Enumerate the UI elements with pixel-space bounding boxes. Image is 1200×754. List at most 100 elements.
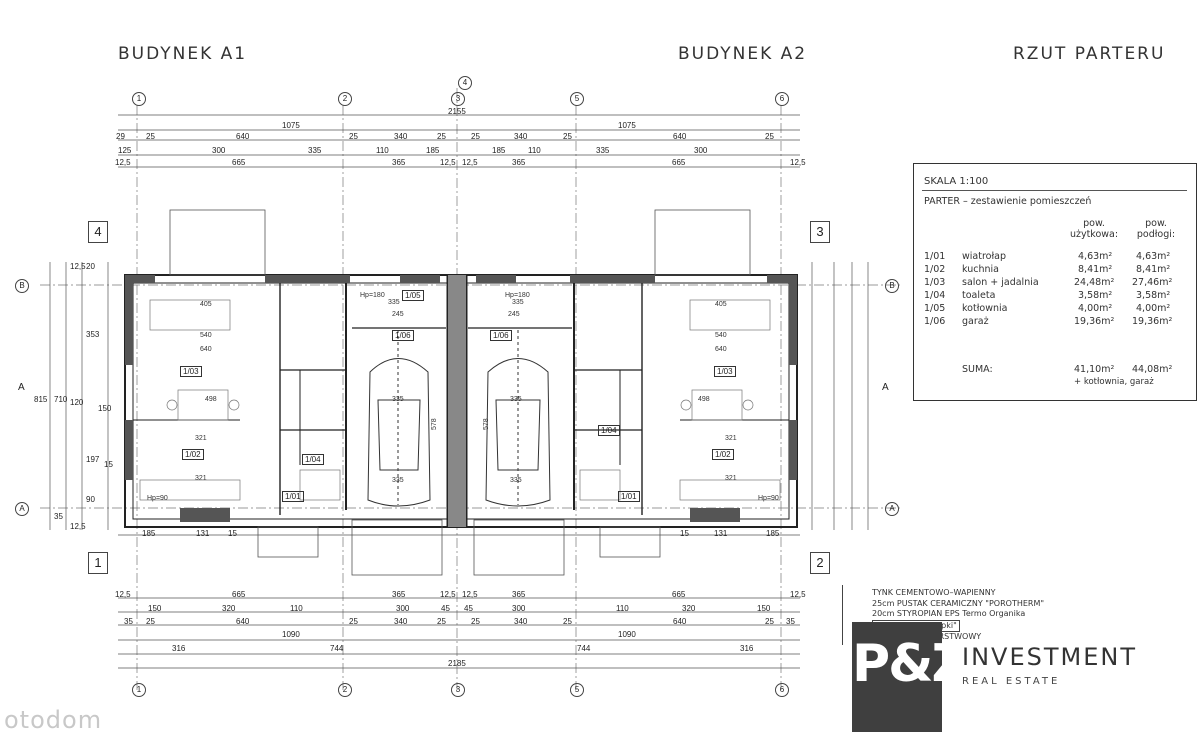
room-label-1-04-a1: 1/04 (302, 454, 324, 465)
legend-col-floor: pow. podłogi: (1136, 218, 1176, 240)
legend-row-use: 8,41m² (1078, 264, 1113, 275)
svg-text:335: 335 (510, 477, 522, 484)
dim-label: 45 (441, 604, 450, 613)
dim-label: 185 (492, 146, 506, 155)
dim-label: 744 (577, 644, 591, 653)
dim-half-bottom-right: 1090 (618, 630, 636, 639)
svg-text:405: 405 (715, 301, 727, 308)
dim-label: 25 (146, 132, 155, 141)
axis-marker-2-bottom: 2 (338, 683, 352, 697)
legend-row-use: 4,63m² (1078, 251, 1113, 262)
dim-label: 335 (308, 146, 322, 155)
legend-row-use: 19,36m² (1074, 316, 1115, 327)
svg-text:540: 540 (200, 332, 212, 339)
dim-label: 110 (528, 146, 541, 155)
dim-label: 185 (426, 146, 440, 155)
svg-text:335: 335 (388, 299, 400, 306)
dim-half-bottom-left: 1090 (282, 630, 300, 639)
legend-row-floor: 19,36m² (1132, 316, 1173, 327)
dim-label: 665 (672, 158, 686, 167)
svg-text:245: 245 (508, 311, 520, 318)
legend-row-name: wiatrołap (962, 251, 1007, 262)
dim-overall-top: 2155 (448, 107, 466, 116)
room-label-1-04-a2: 1/04 (598, 425, 620, 436)
dim-label: 45 (464, 604, 473, 613)
dim-label: 340 (514, 617, 528, 626)
pz-logo: P&Z (852, 622, 969, 732)
corner-marker-3: 3 (810, 221, 830, 243)
legend-scale: SKALA 1:100 (924, 176, 989, 187)
section-marker-right: A (882, 382, 889, 393)
dim-label: 25 (437, 617, 446, 626)
dim-label: 12,5 (440, 158, 456, 167)
svg-text:335: 335 (510, 396, 522, 403)
dim-label: 744 (330, 644, 344, 653)
svg-text:321: 321 (725, 435, 737, 442)
svg-text:405: 405 (200, 301, 212, 308)
legend-row-use: 4,00m² (1078, 303, 1113, 314)
dim-label: 29 (116, 132, 125, 141)
dim-label: 320 (682, 604, 696, 613)
axis-marker-4: 4 (458, 76, 472, 90)
svg-text:335: 335 (512, 299, 524, 306)
legend-sum-note: + kotłownia, garaż (1074, 377, 1154, 387)
svg-text:Hp=90: Hp=90 (147, 495, 168, 502)
dim-label: 150 (757, 604, 771, 613)
brand-subtitle: REAL ESTATE (962, 676, 1061, 687)
dim-label: 12,5 (70, 522, 86, 531)
dim-label: 15 (228, 529, 237, 538)
svg-text:540: 540 (715, 332, 727, 339)
room-label-1-03-a2: 1/03 (714, 366, 736, 377)
dim-label: 340 (394, 132, 408, 141)
dim-label: 300 (396, 604, 410, 613)
dim-label: 25 (765, 617, 774, 626)
dim-label: 25 (437, 132, 446, 141)
dim-label: 12,5 (115, 158, 131, 167)
dim-label: 25 (765, 132, 774, 141)
dim-label: 110 (376, 146, 389, 155)
dim-label: 340 (394, 617, 408, 626)
legend-row-id: 1/03 (924, 277, 946, 288)
legend-row-id: 1/06 (924, 316, 946, 327)
dim-label: 90 (86, 495, 95, 504)
dim-label: 131 (714, 529, 728, 538)
room-label-1-06-a2: 1/06 (490, 330, 512, 341)
dim-label: 665 (232, 590, 246, 599)
legend-row-use: 3,58m² (1078, 290, 1113, 301)
dim-label: 25 (349, 132, 358, 141)
svg-text:578: 578 (483, 418, 490, 430)
dim-label: 710 (54, 395, 68, 404)
legend-row-use: 24,48m² (1074, 277, 1115, 288)
legend-row-floor: 27,46m² (1132, 277, 1173, 288)
notes-leader-line (842, 585, 883, 645)
dim-label: 12,5 (790, 590, 806, 599)
dim-label: 12,5 (462, 158, 478, 167)
legend-row-floor: 4,00m² (1136, 303, 1171, 314)
legend-col-use: pow. użytkowa: (1069, 218, 1119, 240)
dim-label: 316 (172, 644, 186, 653)
dim-label: 110 (616, 604, 629, 613)
axis-marker-5-bottom: 5 (570, 683, 584, 697)
legend-sum-label: SUMA: (962, 364, 993, 375)
dim-label: 25 (563, 617, 572, 626)
legend-row-name: salon + jadalnia (962, 277, 1039, 288)
otodom-watermark: otodom (4, 706, 103, 734)
legend-row-id: 1/02 (924, 264, 946, 275)
room-label-1-01-a1: 1/01 (282, 491, 304, 502)
svg-text:640: 640 (715, 346, 727, 353)
dim-label: 25 (146, 617, 155, 626)
logo-mark: P&Z (852, 634, 969, 694)
dim-label: 640 (673, 617, 687, 626)
axis-marker-1-bottom: 1 (132, 683, 146, 697)
legend-subtitle: PARTER – zestawienie pomieszczeń (924, 196, 1092, 207)
dim-label: 25 (471, 617, 480, 626)
dim-label: 35 (786, 617, 795, 626)
svg-text:335: 335 (392, 396, 404, 403)
row-marker-a-left: A (15, 502, 29, 516)
dim-label: 320 (222, 604, 236, 613)
svg-text:321: 321 (195, 475, 207, 482)
axis-marker-1: 1 (132, 92, 146, 106)
svg-text:498: 498 (205, 396, 217, 403)
dim-label: 365 (512, 590, 526, 599)
